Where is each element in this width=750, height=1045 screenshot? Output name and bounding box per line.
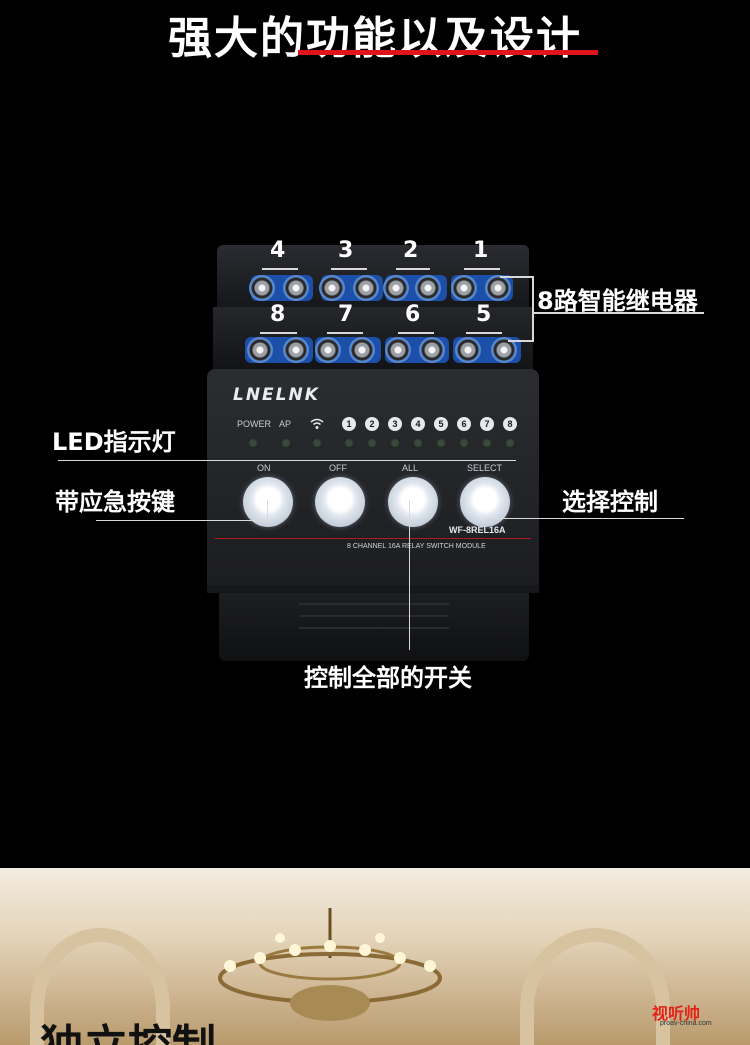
bracket-line <box>260 332 297 334</box>
callout-line <box>534 312 704 314</box>
terminal-screw <box>315 337 341 363</box>
callout-line <box>508 340 534 342</box>
channel-led-4 <box>413 438 423 448</box>
all-callout: 控制全部的开关 <box>304 664 472 692</box>
all-button[interactable] <box>388 477 438 527</box>
relay-module-device: LNELNK POWER AP 1 2 3 4 5 6 7 8 ON OFF A… <box>205 245 545 665</box>
terminal-screw <box>349 337 375 363</box>
led-callout: LED指示灯 <box>52 428 176 456</box>
terminal-number-2: 2 <box>403 238 419 263</box>
terminal-number-8: 8 <box>270 302 286 327</box>
bracket-line <box>396 268 430 270</box>
channel-led-7 <box>482 438 492 448</box>
led-callout-line <box>58 460 516 461</box>
all-callout-line <box>409 500 410 650</box>
base-ridge <box>299 627 449 629</box>
watermark-logo: 视听帅 <box>652 1004 701 1023</box>
terminal-screw <box>319 275 345 301</box>
all-label: ALL <box>402 463 419 473</box>
model-code: WF-8REL16A <box>449 525 506 535</box>
terminal-screw <box>485 275 511 301</box>
on-button[interactable] <box>243 477 293 527</box>
select-callout-line <box>484 518 684 519</box>
channel-badge-7: 7 <box>480 417 494 431</box>
bracket-line <box>262 268 298 270</box>
brand-logo: LNELNK <box>233 385 320 405</box>
channel-led-2 <box>367 438 377 448</box>
callout-line <box>500 276 534 278</box>
terminal-number-1: 1 <box>473 238 489 263</box>
terminal-screw <box>247 337 273 363</box>
emergency-callout-line <box>96 520 268 521</box>
terminal-screw <box>249 275 275 301</box>
power-label: POWER <box>237 419 272 429</box>
terminal-screw <box>283 275 309 301</box>
channel-led-3 <box>390 438 400 448</box>
base-ridge <box>299 603 449 605</box>
title-underline <box>298 50 598 55</box>
chandelier-photo <box>0 868 750 1045</box>
bracket-line <box>466 332 502 334</box>
bracket-line <box>327 332 363 334</box>
terminal-number-4: 4 <box>270 238 286 263</box>
terminal-screw <box>455 337 481 363</box>
ap-led <box>281 438 291 448</box>
wifi-led <box>312 438 322 448</box>
arch <box>520 928 670 1045</box>
off-label: OFF <box>329 463 347 473</box>
ap-label: AP <box>279 419 292 429</box>
terminal-number-6: 6 <box>405 302 421 327</box>
terminal-screw <box>283 337 309 363</box>
terminal-screw <box>353 275 379 301</box>
panel-seam <box>207 585 539 593</box>
channel-badge-2: 2 <box>365 417 379 431</box>
section-title: 独立控制 <box>40 1010 216 1045</box>
channel-badge-5: 5 <box>434 417 448 431</box>
module-name: 8 CHANNEL 16A RELAY SWITCH MODULE <box>347 543 486 550</box>
terminal-number-7: 7 <box>338 302 354 327</box>
terminal-screw <box>419 337 445 363</box>
channel-led-1 <box>344 438 354 448</box>
bracket-line <box>331 268 367 270</box>
terminal-screw <box>451 275 477 301</box>
channel-led-8 <box>505 438 515 448</box>
terminal-number-5: 5 <box>476 302 492 327</box>
watermark-url: proav-china.com <box>660 1020 712 1027</box>
select-label: SELECT <box>467 463 503 473</box>
channel-badge-8: 8 <box>503 417 517 431</box>
bracket-line <box>464 268 500 270</box>
channel-badge-4: 4 <box>411 417 425 431</box>
channel-badge-6: 6 <box>457 417 471 431</box>
bracket-line <box>398 332 434 334</box>
terminal-screw <box>383 275 409 301</box>
channel-badge-3: 3 <box>388 417 402 431</box>
terminal-screw <box>385 337 411 363</box>
emergency-callout-line <box>267 500 268 520</box>
terminal-number-3: 3 <box>338 238 354 263</box>
callout-line <box>532 276 534 340</box>
select-button[interactable] <box>460 477 510 527</box>
relay-callout: 8路智能继电器 <box>537 287 698 315</box>
channel-led-6 <box>459 438 469 448</box>
select-callout: 选择控制 <box>562 488 658 516</box>
off-button[interactable] <box>315 477 365 527</box>
chandelier-icon <box>218 908 442 1021</box>
wifi-icon <box>310 418 324 429</box>
base-ridge <box>299 615 449 617</box>
terminal-screw <box>415 275 441 301</box>
rail-base <box>219 593 529 661</box>
channel-led-5 <box>436 438 446 448</box>
emergency-callout: 带应急按键 <box>55 488 175 516</box>
on-label: ON <box>257 463 271 473</box>
page-title: 强大的功能以及设计 <box>168 13 582 64</box>
channel-badge-1: 1 <box>342 417 356 431</box>
power-led <box>248 438 258 448</box>
panel-red-line <box>215 538 531 539</box>
